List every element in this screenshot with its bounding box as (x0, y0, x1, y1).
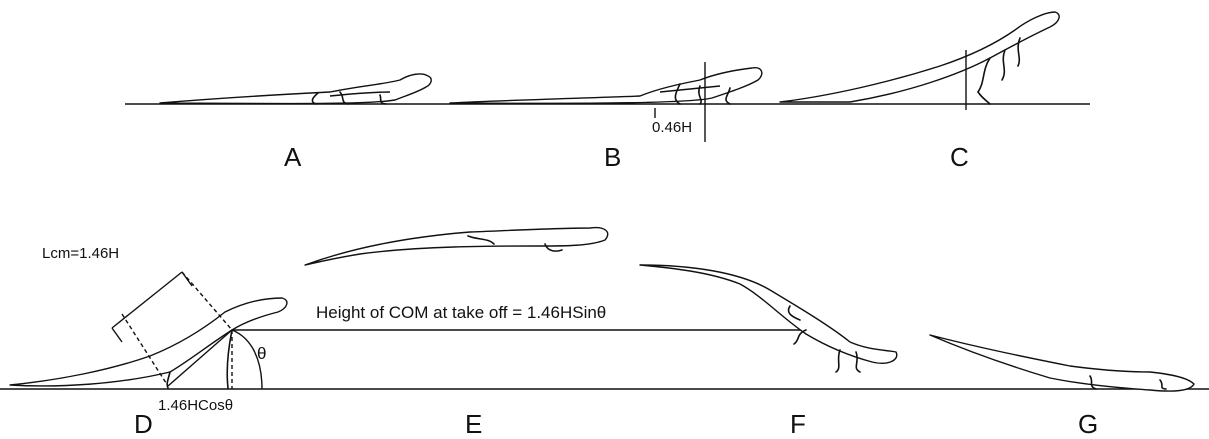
d-lcm-bracket-tick2 (182, 272, 192, 286)
panel-label-b: B (604, 142, 621, 172)
lizard-c-figure (780, 12, 1059, 104)
panel-label-g: G (1078, 409, 1098, 439)
panel-label-a: A (284, 142, 302, 172)
lizard-b-figure (450, 68, 762, 104)
panel-label-c: C (950, 142, 969, 172)
panel-label-e: E (465, 409, 482, 439)
lcm-label: Lcm=1.46H (42, 245, 119, 262)
panel-label-f: F (790, 409, 806, 439)
horizontal-label: 1.46HCosθ (158, 397, 233, 414)
b-offset-label: 0.46H (652, 119, 692, 136)
d-lcm-bracket-tick1 (112, 328, 122, 342)
d-lcm-bracket (112, 272, 182, 328)
lizard-f-figure (640, 265, 897, 372)
lizard-d-figure (10, 298, 287, 388)
angle-label: θ (257, 344, 266, 363)
d-dashed-right (182, 272, 232, 330)
lizard-a-figure (160, 74, 431, 104)
lizard-g-figure (930, 335, 1194, 391)
panel-label-d: D (134, 409, 153, 439)
com-height-label: Height of COM at take off = 1.46HSinθ (316, 303, 606, 322)
lizard-e-figure (305, 228, 608, 265)
